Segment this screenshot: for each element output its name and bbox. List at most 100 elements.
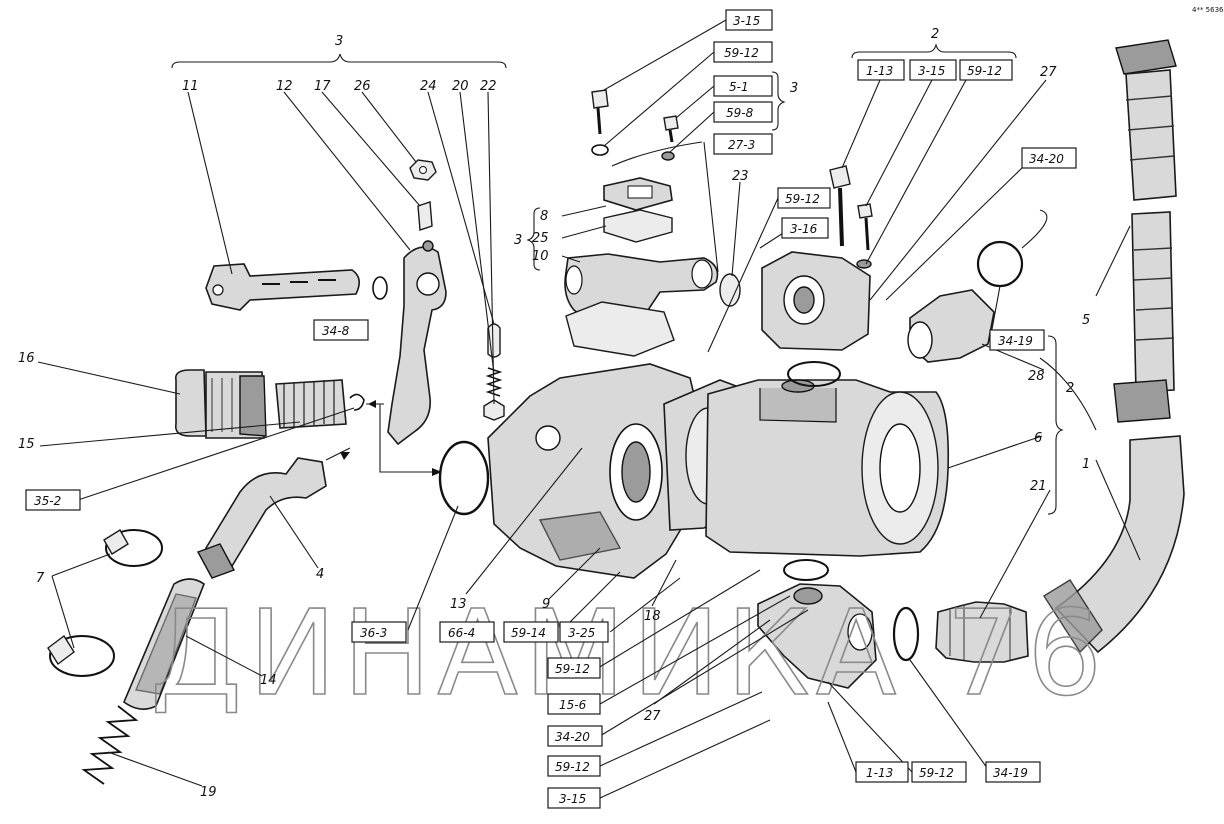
callout-20: 20 <box>452 79 469 94</box>
ref-box-1-13-bottom: 1-13 <box>855 761 909 783</box>
ref-box-66-4: 66-4 <box>439 621 495 643</box>
part-19-spring <box>81 705 139 785</box>
svg-text:3-15: 3-15 <box>733 14 760 28</box>
callout-22: 22 <box>480 79 497 94</box>
svg-text:1-13: 1-13 <box>866 766 893 780</box>
svg-text:59-12: 59-12 <box>555 662 590 676</box>
ref-box-34-20-bottom: 34-20 <box>547 725 603 747</box>
svg-text:66-4: 66-4 <box>448 626 475 640</box>
callout-10: 10 <box>532 249 549 264</box>
ref-box-3-15-group2: 3-15 <box>909 59 957 81</box>
callout-24: 24 <box>420 79 437 94</box>
ref-box-15-6: 15-6 <box>547 693 601 715</box>
part-1-elbow-pipe <box>1043 435 1185 654</box>
part-11-lever-shaft <box>205 263 360 311</box>
svg-text:3-16: 3-16 <box>790 222 818 236</box>
ref-box-3-16: 3-16 <box>781 217 829 239</box>
svg-text:15-6: 15-6 <box>559 698 587 712</box>
ref-box-59-12-top: 59-12 <box>713 41 773 63</box>
group-label-2-right: 2 <box>1066 381 1074 396</box>
ref-box-36-3: 36-3 <box>351 621 407 643</box>
part-bolt-3-15 <box>591 89 609 135</box>
callout-28: 28 <box>1028 369 1045 384</box>
svg-text:59-12: 59-12 <box>555 760 590 774</box>
callout-17: 17 <box>314 79 331 94</box>
part-7-clamp-top <box>103 529 163 567</box>
svg-text:59-12: 59-12 <box>967 64 1002 78</box>
callout-16: 16 <box>18 351 35 366</box>
svg-text:3-25: 3-25 <box>568 626 595 640</box>
svg-text:1-13: 1-13 <box>866 64 893 78</box>
part-flange-gasket <box>565 301 675 357</box>
svg-text:5-1: 5-1 <box>729 80 749 94</box>
part-upper-fitting <box>761 251 871 351</box>
svg-text:59-14: 59-14 <box>511 626 546 640</box>
ref-box-59-12-b1: 59-12 <box>547 657 601 679</box>
part-bolt-1-13-top <box>829 165 851 247</box>
ref-boxes: 3-15 59-12 5-1 59-8 27-3 1-13 3-15 59-12… <box>25 9 1077 809</box>
group-bracket-2-top: 2 <box>851 27 1017 59</box>
callout-6: 6 <box>1034 431 1042 446</box>
part-13-pump-housing <box>487 363 701 579</box>
part-8-cover-plate <box>603 177 673 211</box>
callout-19: 19 <box>200 785 217 800</box>
group-label-2-top: 2 <box>931 27 939 42</box>
part-23-plug <box>719 273 741 307</box>
callout-27-top: 27 <box>1040 65 1057 80</box>
ref-box-35-2: 35-2 <box>25 489 81 511</box>
group-label-3-right: 3 <box>790 81 798 96</box>
part-ring-34-8 <box>372 276 388 300</box>
ref-box-3-15-top: 3-15 <box>725 9 773 31</box>
callout-27-bottom: 27 <box>644 709 661 724</box>
part-26-nut <box>409 159 437 181</box>
part-o-ring-34-20-top <box>787 361 841 387</box>
ref-box-59-12-group2: 59-12 <box>959 59 1013 81</box>
ref-box-59-12-mid: 59-12 <box>777 187 831 209</box>
ref-box-34-8: 34-8 <box>313 319 369 341</box>
callout-15: 15 <box>18 437 35 452</box>
part-15-gear <box>275 379 347 429</box>
svg-text:59-12: 59-12 <box>919 766 954 780</box>
ref-box-34-19-bottom: 34-19 <box>985 761 1041 783</box>
part-ring-36-3 <box>438 440 490 516</box>
svg-text:59-12: 59-12 <box>724 46 759 60</box>
part-washer-59-12-top <box>856 259 872 269</box>
callout-9: 9 <box>542 597 550 612</box>
watermark: ДИНАМИКА 76 <box>150 584 1108 722</box>
part-o-ring-34-20-bottom <box>783 559 829 581</box>
part-screw-5-1 <box>663 115 679 143</box>
callout-11: 11 <box>182 79 199 94</box>
part-17-pin <box>417 201 433 231</box>
ref-box-59-12-b2: 59-12 <box>547 755 601 777</box>
callout-21: 21 <box>1030 479 1047 494</box>
svg-text:59-12: 59-12 <box>785 192 820 206</box>
svg-text:34-20: 34-20 <box>555 730 590 744</box>
ref-box-59-14: 59-14 <box>503 621 559 643</box>
corner-mark: 4** 5636 <box>1192 6 1224 14</box>
svg-text:3-15: 3-15 <box>918 64 945 78</box>
callout-14: 14 <box>260 673 277 688</box>
group-label-3-left: 3 <box>514 233 522 248</box>
part-28-nipple <box>907 289 995 363</box>
ref-box-34-19-top: 34-19 <box>989 329 1045 351</box>
callout-4: 4 <box>316 567 324 582</box>
part-bolt-3-15-top <box>857 203 873 251</box>
group-bracket-2-right: 2 <box>1047 335 1074 515</box>
part-21-union <box>935 601 1029 663</box>
svg-text:35-2: 35-2 <box>34 494 61 508</box>
svg-text:34-19: 34-19 <box>998 334 1033 348</box>
callout-26: 26 <box>354 79 371 94</box>
ref-box-59-12-b3: 59-12 <box>911 761 967 783</box>
part-washer-59-12 <box>591 144 609 156</box>
part-12-pump-arm <box>387 240 447 446</box>
leader-lines <box>37 19 1141 799</box>
svg-text:27-3: 27-3 <box>728 138 755 152</box>
svg-text:36-3: 36-3 <box>360 626 387 640</box>
part-washer-59-8 <box>661 151 675 161</box>
svg-text:34-8: 34-8 <box>322 324 350 338</box>
part-bottom-fitting <box>757 583 877 689</box>
ref-box-59-8: 59-8 <box>713 101 773 123</box>
arrow-heads <box>340 400 442 476</box>
ref-box-5-1: 5-1 <box>713 75 773 97</box>
